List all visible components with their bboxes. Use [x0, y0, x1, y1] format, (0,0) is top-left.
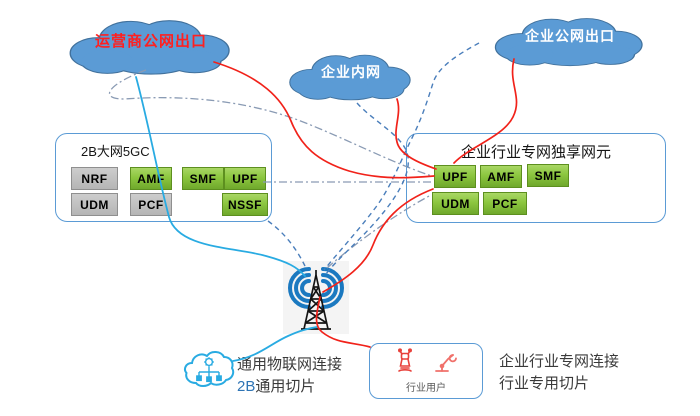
nf-chip-nssf: NSSF [222, 193, 268, 216]
robot-arm-icon [435, 354, 457, 372]
industry-caption-line2: 行业专用切片 [499, 375, 590, 392]
cloud-shape-icon [69, 20, 230, 75]
iot-caption-line1: 通用物联网连接 [237, 356, 343, 373]
cloud-enterprise-public-exit: 企业公网出口 [486, 10, 654, 70]
nf-chip-smf-dedicated: SMF [527, 164, 569, 187]
industry-caption-line1: 企业行业专网连接 [499, 353, 620, 370]
cloud-public-exit-label: 企业公网出口 [525, 28, 615, 45]
industry-user-label: 行业用户 [406, 383, 446, 394]
cell-tower-icon [288, 267, 344, 330]
nf-chip-upf-dedicated: UPF [434, 165, 476, 188]
cloud-shape-icon [494, 18, 643, 67]
cloud-operator-label: 运营商公网出口 [94, 33, 207, 51]
link-intranet-cloud-to-tower-dashed [325, 102, 409, 275]
iot-caption-slice: 通用切片 [255, 378, 316, 395]
dedicated-network-box: 企业行业专网独享网元 UPF AMF SMF UDM PCF [406, 133, 666, 223]
core-box-title: 2B大网5GC [81, 144, 150, 159]
nf-chip-nrf: NRF [71, 167, 118, 190]
cloud-operator-public-exit: 运营商公网出口 [60, 11, 242, 79]
nf-chip-pcf: PCF [130, 193, 172, 216]
industry-user-box: 行业用户 [369, 343, 483, 399]
cloud-intranet-label: 企业内网 [321, 64, 381, 81]
nf-chip-amf-dedicated: AMF [480, 165, 522, 188]
industry-caption: 企业行业专网连接 行业专用切片 [499, 351, 619, 395]
nf-chip-udm-dedicated: UDM [432, 192, 479, 215]
nf-chip-udm: UDM [71, 193, 118, 216]
iot-caption: 通用物联网连接 2B通用切片 [237, 354, 342, 398]
network-nodes-icon [196, 366, 222, 383]
iot-caption-2b: 2B [237, 378, 256, 395]
robot-icon [398, 348, 412, 372]
core-network-box: 2B大网5GC NRF AMF SMF UPF UDM PCF NSSF [55, 133, 272, 222]
cloud-enterprise-intranet: 企业内网 [282, 47, 420, 104]
iot-caption-line2: 2B通用切片 [237, 376, 342, 398]
nf-chip-upf: UPF [224, 167, 266, 190]
link-core-box-to-tower-dashed [267, 220, 306, 267]
gear-icon [204, 357, 214, 367]
iot-cloud-icon [183, 347, 235, 391]
base-station [283, 261, 349, 334]
nf-chip-pcf-dedicated: PCF [483, 192, 527, 215]
nf-chip-amf: AMF [130, 167, 172, 190]
dedicated-box-title: 企业行业专网独享网元 [461, 144, 612, 161]
industry-user-icons [370, 347, 482, 375]
nf-chip-smf: SMF [182, 167, 224, 190]
